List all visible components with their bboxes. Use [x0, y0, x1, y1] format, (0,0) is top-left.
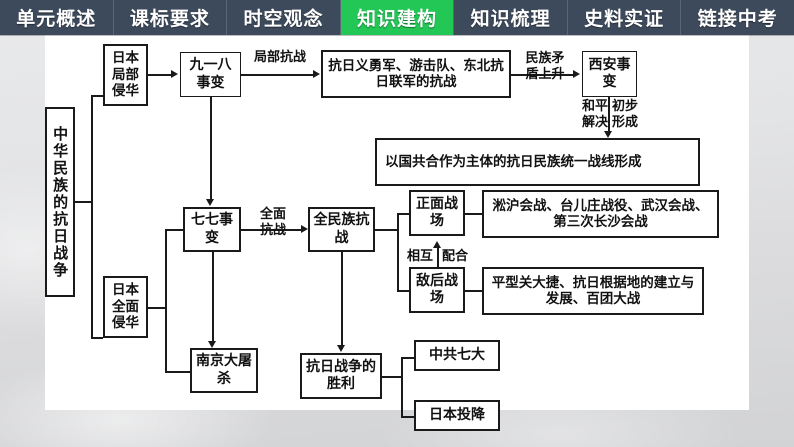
- node-full-invasion[interactable]: 日本全面侵华: [103, 276, 148, 338]
- tab-curriculum-req[interactable]: 课标要求: [114, 0, 228, 35]
- node-rear-battles[interactable]: 平型关大捷、抗日根据地的建立与发展、百团大战: [482, 267, 704, 315]
- bracket-to-surrender: [401, 416, 415, 418]
- full-invasion-bracket-spine: [165, 229, 167, 372]
- arrow-july7-to-national: [301, 224, 308, 233]
- arrow-sept18-to-july7: [205, 199, 214, 206]
- edge-label-total-resistance: 全面 抗战: [259, 207, 286, 238]
- arrow-july7-to-nanjing: [207, 341, 216, 348]
- arrow-resist-to-xian: [573, 69, 580, 78]
- national-out-stub: [375, 229, 398, 231]
- tab-exam-link[interactable]: 链接中考: [697, 8, 778, 30]
- root-to-branches-stub: [75, 201, 92, 203]
- edge-label-peaceful-solution: 和平 解决: [581, 99, 608, 130]
- root-branch-top-stub: [91, 95, 103, 97]
- bracket-to-cpc7: [401, 357, 415, 359]
- tab-knowledge-review[interactable]: 知识梳理: [454, 0, 568, 35]
- edge-xian-to-front: [608, 97, 610, 135]
- node-national-resistance[interactable]: 全民族抗战: [308, 207, 375, 252]
- root-branch-bottom-stub: [91, 337, 103, 339]
- arrow-sept18-to-resist: [313, 69, 320, 78]
- edge-national-to-victory: [341, 252, 343, 349]
- node-july7-incident[interactable]: 七七事变: [183, 207, 241, 252]
- edge-sept18-to-july7: [210, 97, 212, 203]
- node-root[interactable]: 中华民族的抗日战争: [45, 107, 75, 297]
- edge-label-initially-formed: 初步 形成: [612, 99, 639, 130]
- bracket-to-nanjing: [165, 371, 190, 373]
- victory-out-stub: [382, 376, 402, 378]
- node-cpc-7th-congress[interactable]: 中共七大: [414, 340, 500, 371]
- bracket-to-frontal: [397, 213, 410, 215]
- knowledge-structure-diagram: 中华民族的抗日战争 日本局部侵华 九一八事变 局部抗战 抗日义勇军、游击队、东北…: [45, 35, 749, 431]
- content-panel: 中华民族的抗日战争 日本局部侵华 九一八事变 局部抗战 抗日义勇军、游击队、东北…: [45, 35, 749, 431]
- node-united-front[interactable]: 以国共合作为主体的抗日民族统一战线形成: [375, 138, 700, 186]
- battlefield-bracket-spine: [397, 213, 399, 291]
- edge-label-cooperate: 配合: [442, 249, 469, 264]
- node-japan-surrender[interactable]: 日本投降: [414, 400, 500, 431]
- tab-knowledge-build[interactable]: 知识建构: [340, 0, 455, 35]
- edge-partial-to-sept18: [148, 74, 173, 76]
- arrow-xian-to-front: [603, 131, 612, 138]
- edge-resist-to-xian: [511, 74, 575, 76]
- victory-bracket-spine: [401, 357, 403, 417]
- edge-label-mutual: 相互: [406, 249, 433, 264]
- node-victory[interactable]: 抗日战争的胜利: [300, 353, 382, 399]
- tab-unit-overview[interactable]: 单元概述: [0, 0, 114, 35]
- edge-label-national-contradiction: 民族矛 盾上升: [525, 51, 565, 82]
- tab-historical-proof[interactable]: 史料实证: [568, 0, 682, 35]
- full-invasion-out-stub: [148, 307, 166, 309]
- edge-sept18-to-resist: [241, 74, 315, 76]
- arrow-partial-to-sept18: [171, 69, 178, 78]
- arrow-mutual-up: [432, 241, 441, 248]
- edge-mutual-cooperate: [437, 246, 439, 275]
- tab-time-space[interactable]: 时空观念: [227, 0, 341, 35]
- node-partial-invasion[interactable]: 日本局部侵华: [103, 44, 148, 106]
- edge-label-local-resistance: 局部抗战: [253, 50, 306, 65]
- node-rear-battlefield[interactable]: 敌后战场: [409, 267, 465, 313]
- node-frontal-battles[interactable]: 淞沪会战、台儿庄战役、武汉会战、第三次长沙会战: [482, 190, 719, 238]
- bracket-to-july7: [165, 229, 184, 231]
- node-sept18-incident[interactable]: 九一八事变: [180, 52, 241, 97]
- node-xian-incident[interactable]: 西安事变: [582, 51, 637, 97]
- node-resist-forces[interactable]: 抗日义勇军、游击队、东北抗日联军的抗战: [321, 50, 511, 98]
- edge-frontal-to-battles: [465, 213, 483, 215]
- bracket-to-rear: [397, 290, 410, 292]
- edge-july7-to-nanjing: [212, 252, 214, 345]
- edge-july7-to-national: [241, 229, 303, 231]
- edge-rear-to-battles: [465, 290, 483, 292]
- root-bracket-spine: [91, 95, 93, 338]
- node-nanjing-massacre[interactable]: 南京大屠杀: [190, 348, 258, 393]
- top-navigation-bar: 单元概述 课标要求 时空观念 知识建构 知识梳理 史料实证 链接中考: [0, 0, 794, 35]
- arrow-national-to-victory: [336, 345, 345, 352]
- node-frontal-battlefield[interactable]: 正面战场: [409, 190, 465, 236]
